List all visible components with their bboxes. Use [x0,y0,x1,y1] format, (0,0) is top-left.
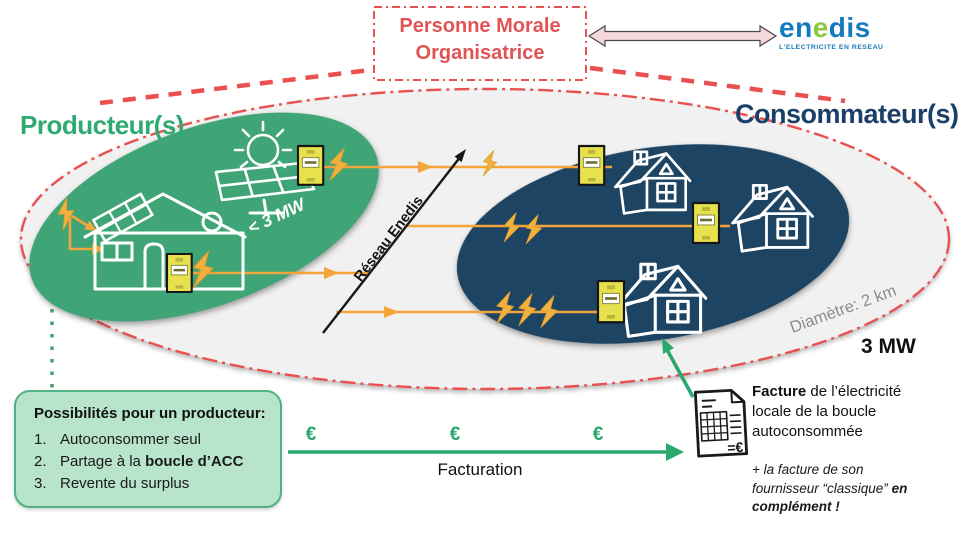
euro-icon: € [592,424,604,445]
list-item-text: Partage à la boucle d’ACC [60,453,244,470]
power-lines [193,165,730,314]
solar-panel-icon [214,120,316,215]
invoice-icon: =€ [693,388,749,458]
invoice-to-house-arrow [663,345,695,398]
consumer-zone-ellipse [456,144,850,344]
self-consumption-arrows [68,213,94,251]
invoice-note-bold: en complément ! [752,480,908,515]
pmo-connector-right [589,65,846,104]
enedis-word-start: en [779,12,813,43]
invoice-euro-text: =€ [727,439,744,456]
billing-arrowhead [666,443,684,461]
enedis-word-end: dis [828,12,871,43]
euro-icon: € [305,424,317,445]
list-item-text: Autoconsommer seul [60,431,201,448]
invoice-description-rest: de l’électricité locale de la boucle aut… [752,383,902,440]
producer-options-title: Possibilités pour un producteur: [34,405,266,422]
network-arrow-line [322,155,462,334]
network-arrowhead [454,149,466,163]
power-label: 3 MW [861,335,916,358]
billing-label: Facturation [437,460,523,479]
euro-icon: € [449,424,461,445]
enedis-tagline: L'ELECTRICITE EN RESEAU [779,44,884,51]
invoice-description: Facture de l’électricité locale de la bo… [752,382,930,442]
producers-label: Producteur(s) [20,110,184,140]
pmo-title: Personne Morale Organisatrice [374,13,586,67]
meter-icon [296,144,325,187]
meter-icon [691,201,721,245]
invoice-to-house-arrowhead [662,338,674,354]
producer-options-list: 1. Autoconsommer seul 2. Partage à la bo… [34,429,266,495]
pmo-title-line2: Organisatrice [415,42,545,64]
pmo-enedis-arrow [587,24,778,48]
list-item-number: 2. [34,453,47,470]
invoice-note: + la facture de son fournisseur “classiq… [752,461,932,517]
meter-icon [596,279,626,324]
list-item-number: 1. [34,431,47,448]
list-item-text: Revente du surplus [60,475,190,492]
consumers-label: Consommateur(s) [735,99,959,129]
list-item: 2. Partage à la boucle d’ACC [34,451,266,473]
list-item: 1. Autoconsommer seul [34,429,266,451]
invoice-note-italic: + la facture de son fournisseur “classiq… [752,462,892,496]
list-item: 3. Revente du surplus [34,473,266,495]
producer-options-box: Possibilités pour un producteur: 1. Auto… [14,390,282,508]
producer-house-icon [83,192,247,291]
enedis-word-mid: e [812,12,829,43]
meter-icon [577,144,606,187]
power-line-arrowheads [324,161,433,318]
pmo-box [373,6,587,81]
meter-icon [165,252,193,294]
invoice-description-bold: Facture [752,383,807,400]
enedis-wordmark: enedis [779,14,939,42]
list-item-number: 3. [34,475,47,492]
enedis-logo: enedis L'ELECTRICITE EN RESEAU [779,14,939,52]
pmo-title-line1: Personne Morale [399,15,561,37]
